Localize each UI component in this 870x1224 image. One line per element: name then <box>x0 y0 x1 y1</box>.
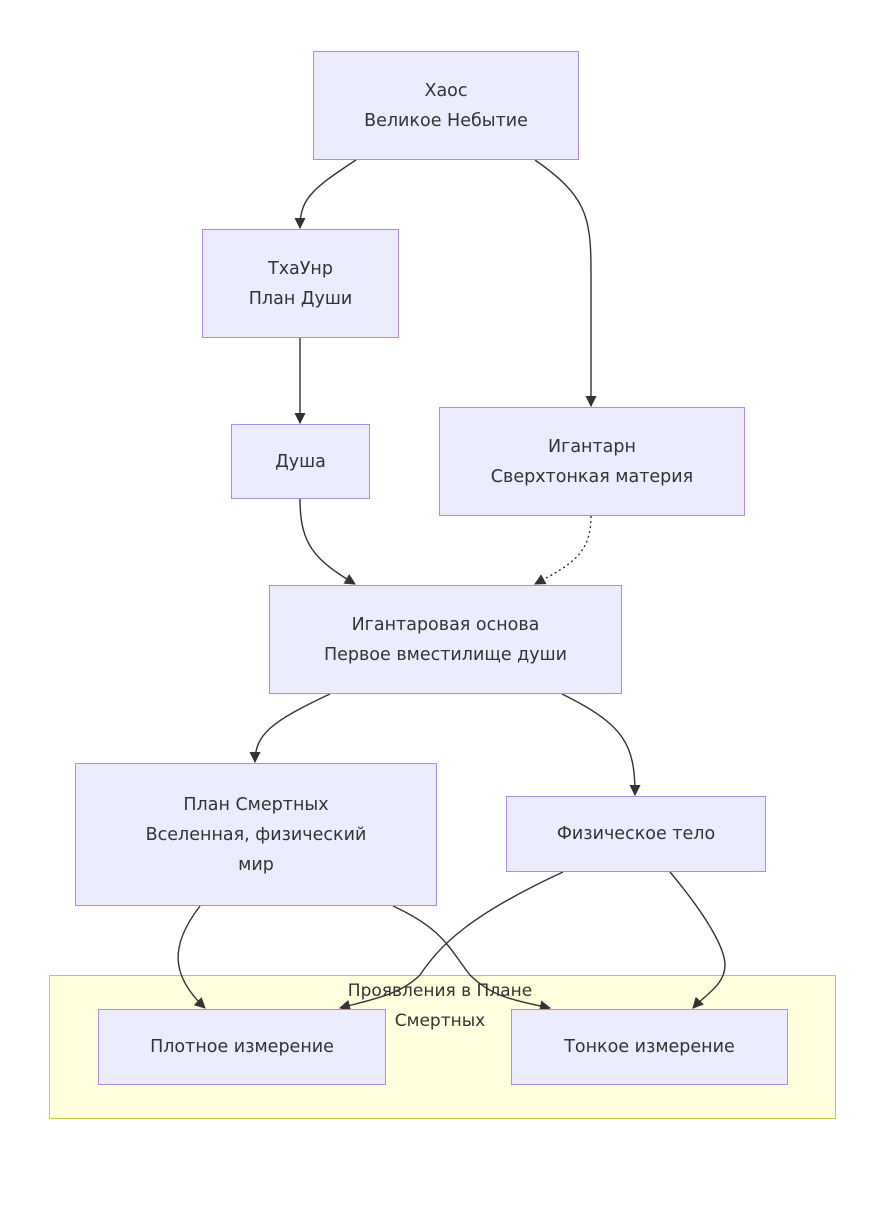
edge-igantarn-to-igantar-base <box>534 515 592 585</box>
node-igantarn-label: Игантарн Сверхтонкая материя <box>490 436 694 487</box>
node-chaos[interactable]: Хаос Великое Небытие <box>313 51 579 160</box>
edge-soul-to-igantar-base <box>299 498 356 585</box>
node-thaunr-label: ТхаУнр План Души <box>248 258 353 309</box>
node-dense-dimension-label: Плотное измерение <box>150 1037 334 1057</box>
edge-igantar-base-to-mortal-plane <box>249 693 331 764</box>
node-physical-body-label: Физическое тело <box>556 824 716 844</box>
node-mortal-plane-label: План Смертных Вселенная, физический мир <box>145 794 367 875</box>
node-soul-label: Душа <box>275 451 326 472</box>
node-subtle-dimension[interactable]: Тонкое измерение <box>511 1009 788 1085</box>
node-mortal-plane[interactable]: План Смертных Вселенная, физический мир <box>75 763 437 906</box>
edge-chaos-to-igantarn <box>534 159 597 408</box>
node-thaunr[interactable]: ТхаУнр План Души <box>202 229 399 338</box>
node-physical-body[interactable]: Физическое тело <box>506 796 766 872</box>
node-igantarn[interactable]: Игантарн Сверхтонкая материя <box>439 407 745 516</box>
edge-igantar-base-to-physical-body <box>561 693 641 797</box>
node-igantar-base[interactable]: Игантаровая основа Первое вместилище душ… <box>269 585 622 694</box>
node-soul[interactable]: Душа <box>231 424 370 499</box>
node-dense-dimension[interactable]: Плотное измерение <box>98 1009 386 1085</box>
node-igantar-base-label: Игантаровая основа Первое вместилище душ… <box>323 614 568 665</box>
node-subtle-dimension-label: Тонкое измерение <box>564 1037 735 1057</box>
edge-chaos-to-thaunr <box>294 159 357 230</box>
node-chaos-label: Хаос Великое Небытие <box>364 80 528 131</box>
